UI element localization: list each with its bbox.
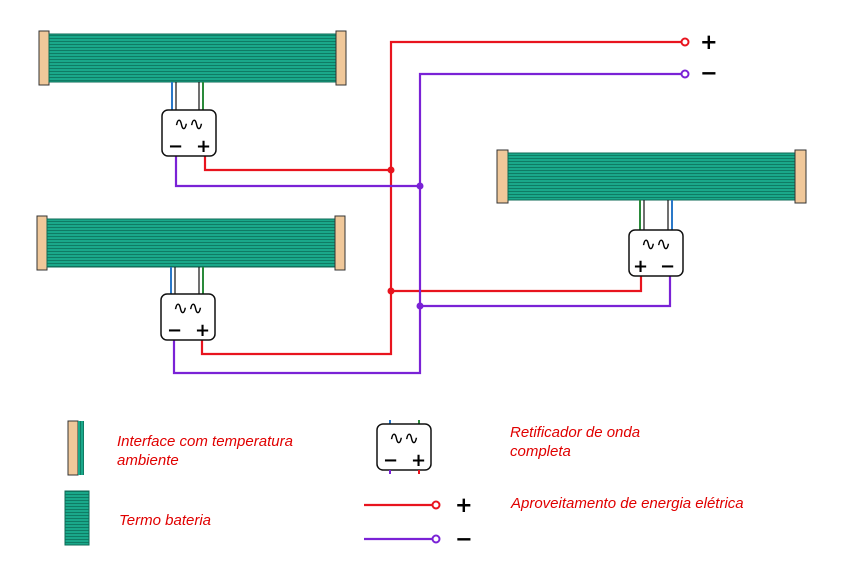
battery-stack	[48, 33, 337, 83]
legend-interface-symbol	[67, 420, 84, 476]
positive-wire-battery-1	[203, 155, 391, 172]
rectifier-body	[161, 109, 217, 157]
positive-terminal-sign: +	[700, 30, 718, 54]
junction-dot	[416, 302, 424, 310]
rectifier-plus: +	[195, 320, 210, 341]
rectifier-minus: −	[660, 256, 675, 277]
output-terminals: + −	[680, 30, 718, 85]
rectifier-body	[628, 229, 684, 277]
rectifier-plus: +	[633, 256, 648, 277]
negative-terminal	[680, 69, 690, 79]
wiring	[172, 40, 684, 375]
negative-wire-battery-1	[174, 155, 420, 188]
interface-left	[38, 30, 50, 86]
rectifier-1: ∿∿ − +	[161, 109, 217, 157]
junctions	[387, 166, 424, 310]
rectifier-minus: −	[383, 450, 398, 471]
positive-terminal	[680, 37, 690, 47]
interface-right	[794, 149, 807, 204]
legend-battery-symbol	[64, 490, 90, 546]
negative-wire-battery-3	[420, 275, 672, 308]
ac-symbol: ∿∿	[174, 114, 204, 135]
legend-rectifier-label: Retificador de onda completa	[510, 424, 641, 460]
battery-stack	[507, 152, 796, 201]
rectifier-3: ∿∿ + −	[628, 229, 684, 277]
ac-symbol: ∿∿	[173, 298, 203, 319]
legend-minus: −	[455, 527, 473, 551]
ac-symbol: ∿∿	[641, 234, 671, 255]
junction-dot	[387, 287, 395, 295]
negative-terminal-sign: −	[700, 61, 718, 85]
rectifier-2: ∿∿ − +	[160, 293, 216, 341]
legend-output-symbol: + −	[364, 493, 473, 551]
thermo-battery-3	[496, 149, 807, 230]
interface-right	[334, 215, 346, 271]
rectifier-minus: −	[167, 320, 182, 341]
junction-dot	[416, 182, 424, 190]
positive-bus	[200, 40, 684, 356]
legend-output-label: Aproveitamento de energia elétrica	[511, 495, 744, 512]
rectifier-plus: +	[196, 136, 211, 157]
rectifier-minus: −	[168, 136, 183, 157]
battery-stack	[46, 218, 336, 268]
thermo-battery-1	[38, 30, 347, 110]
negative-bus	[172, 72, 684, 375]
rectifier-body	[160, 293, 216, 341]
positive-wire-battery-3	[391, 275, 643, 293]
interface-right	[335, 30, 347, 86]
legend-rectifier-symbol: ∿∿ − +	[376, 420, 432, 474]
interface-left	[36, 215, 48, 271]
legend-interface-label: Interface com temperatura ambiente	[117, 433, 293, 469]
junction-dot	[387, 166, 395, 174]
ac-symbol: ∿∿	[389, 428, 419, 449]
legend-battery-label: Termo bateria	[119, 512, 211, 529]
legend-plus: +	[455, 493, 473, 517]
rectifier-plus: +	[411, 450, 426, 471]
interface-left	[496, 149, 509, 204]
thermo-battery-2	[36, 215, 346, 294]
